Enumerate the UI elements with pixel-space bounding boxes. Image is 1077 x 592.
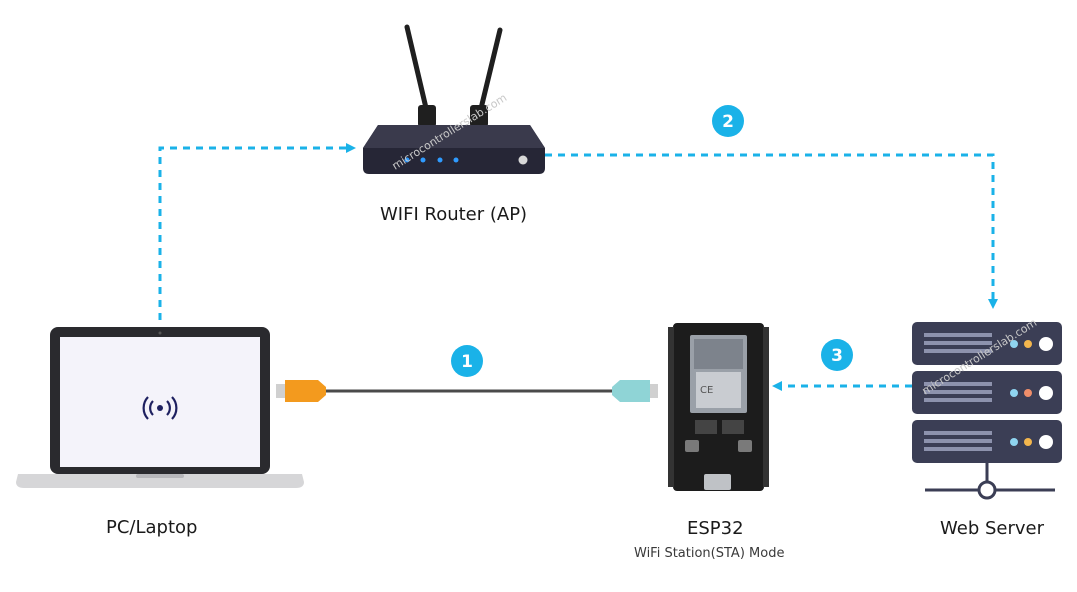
esp32-board-icon: CE	[668, 323, 769, 491]
step-badge-2-label: 2	[722, 112, 734, 132]
server-unit-1	[912, 322, 1062, 365]
esp32-sublabel: WiFi Station(STA) Mode	[634, 546, 785, 561]
step-badge-1-label: 1	[461, 352, 473, 372]
step-badge-3: 3	[821, 339, 853, 371]
link-router-to-server	[545, 153, 998, 309]
step-badge-1: 1	[451, 345, 483, 377]
laptop-icon	[16, 327, 304, 488]
step-badge-3-label: 3	[831, 346, 843, 366]
server-unit-3	[912, 420, 1062, 463]
usb-cable	[276, 380, 658, 402]
router-icon	[363, 24, 545, 174]
esp32-label: ESP32	[687, 518, 744, 539]
step-badge-2: 2	[712, 105, 744, 137]
laptop-label: PC/Laptop	[106, 517, 198, 538]
svg-text:CE: CE	[700, 385, 713, 396]
server-unit-2	[912, 371, 1062, 414]
web-server-label: Web Server	[940, 518, 1044, 539]
router-label: WIFI Router (AP)	[380, 204, 528, 225]
wireless-signal-icon	[142, 396, 178, 420]
web-server-icon	[912, 322, 1062, 500]
link-laptop-to-router	[158, 143, 356, 320]
